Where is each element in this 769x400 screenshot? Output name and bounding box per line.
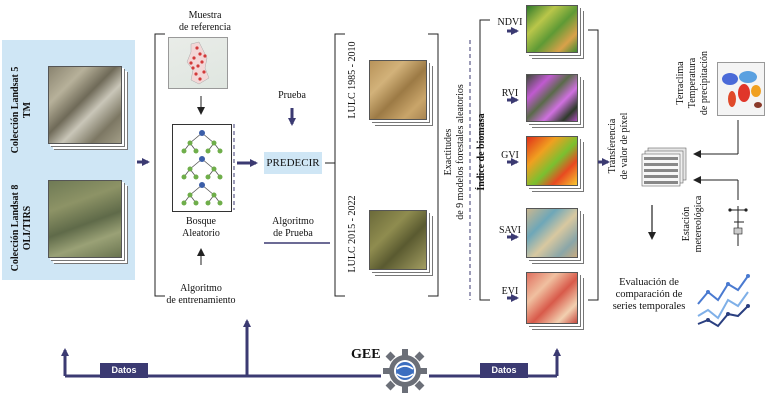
decision-tree-icon xyxy=(181,130,223,206)
test-label: Prueba xyxy=(278,90,306,101)
ndvi-thumbnail xyxy=(526,5,578,53)
terraclimate-map xyxy=(717,62,765,116)
evaluation-line2: comparación de xyxy=(615,289,683,300)
reference-map xyxy=(168,37,228,89)
index-label-savi: SAVI xyxy=(498,225,522,236)
evaluation-label: Evaluación de comparación de series temp… xyxy=(604,277,694,313)
random-forest-label: Bosque Aleatorio xyxy=(158,216,244,240)
gvi-thumbnail xyxy=(526,136,578,186)
data-table-icon xyxy=(641,147,687,187)
evi-thumbnail xyxy=(526,272,578,324)
lulc-period2-thumbnail xyxy=(369,210,427,270)
predict-box: PREDECIR xyxy=(264,152,322,174)
lulc-period1-thumbnail xyxy=(369,60,427,120)
index-label-rvi: RVI xyxy=(501,88,519,99)
datos-label-right: Datos xyxy=(480,363,528,378)
map-markers-icon xyxy=(186,41,210,85)
random-forest-line2: Aleatorio xyxy=(182,228,220,239)
datos-label-left: Datos xyxy=(100,363,148,378)
rvi-thumbnail xyxy=(526,74,578,122)
training-algorithm-line1: Algoritmo xyxy=(180,283,222,294)
evaluation-line1: Evaluación de xyxy=(619,277,679,288)
test-algorithm-label: Algoritmo de Prueba xyxy=(258,216,328,240)
test-algorithm-line2: de Prueba xyxy=(273,228,313,239)
training-algorithm-label: Algoritmo de entrenamiento xyxy=(150,283,252,307)
training-algorithm-line2: de entrenamiento xyxy=(166,295,236,306)
landsat5-thumbnail xyxy=(48,66,122,144)
weather-station-icon xyxy=(728,206,748,246)
reference-sample-line2: de referencia xyxy=(179,22,231,33)
reference-sample-label: Muestra de referencia xyxy=(160,10,250,34)
world-map-icon xyxy=(722,71,762,108)
index-label-gvi: GVI xyxy=(501,150,519,161)
test-algorithm-line1: Algoritmo xyxy=(272,216,314,227)
gee-label: GEE xyxy=(351,347,381,362)
gear-icon xyxy=(383,349,427,393)
index-label-evi: EVI xyxy=(501,286,519,297)
line-chart-icon xyxy=(697,274,750,328)
random-forest-line1: Bosque xyxy=(186,216,216,227)
evaluation-line3: series temporales xyxy=(612,301,686,312)
index-label-ndvi: NDVI xyxy=(497,17,523,28)
savi-thumbnail xyxy=(526,208,578,258)
predict-label: PREDECIR xyxy=(266,157,320,169)
random-forest-box xyxy=(172,124,232,212)
reference-sample-line1: Muestra xyxy=(188,10,222,21)
landsat8-thumbnail xyxy=(48,180,122,258)
